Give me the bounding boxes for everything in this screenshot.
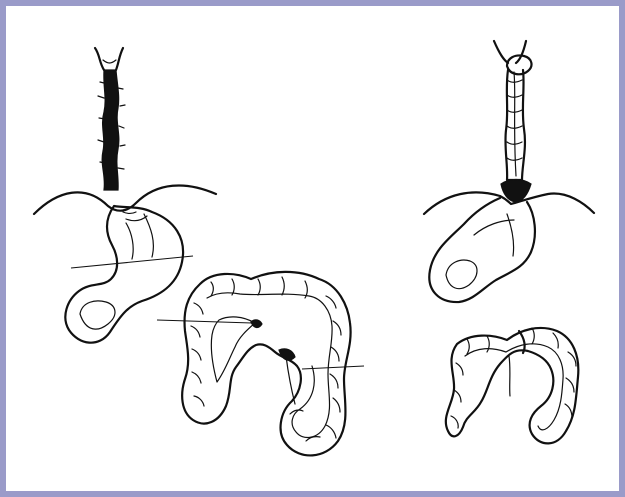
stomach-left	[65, 206, 183, 343]
colon-left-inner	[207, 293, 332, 438]
stomach-left-inner-curve	[80, 301, 115, 329]
esophagus-top-left-inner	[103, 60, 116, 63]
colon-left-outer	[182, 272, 350, 456]
colon-right-inner	[465, 344, 563, 430]
esophagus-left	[102, 70, 119, 190]
right-panel	[424, 41, 594, 443]
colon-right-mesentery	[509, 356, 510, 396]
stomach-right	[429, 198, 535, 302]
colon-left-haustra	[191, 277, 341, 441]
vessel-left-upper	[251, 320, 262, 328]
stomach-left-gastric-folds	[123, 212, 147, 221]
diaphragm-left	[34, 185, 216, 214]
vessel-left-lower	[279, 349, 295, 360]
stomach-right-inner	[446, 260, 477, 289]
leader-line-colon-upper	[157, 320, 252, 323]
stomach-right-detail	[474, 214, 514, 256]
esophagus-top-left	[95, 48, 123, 70]
leader-line-colon-lower	[302, 366, 364, 369]
left-panel	[34, 48, 364, 455]
